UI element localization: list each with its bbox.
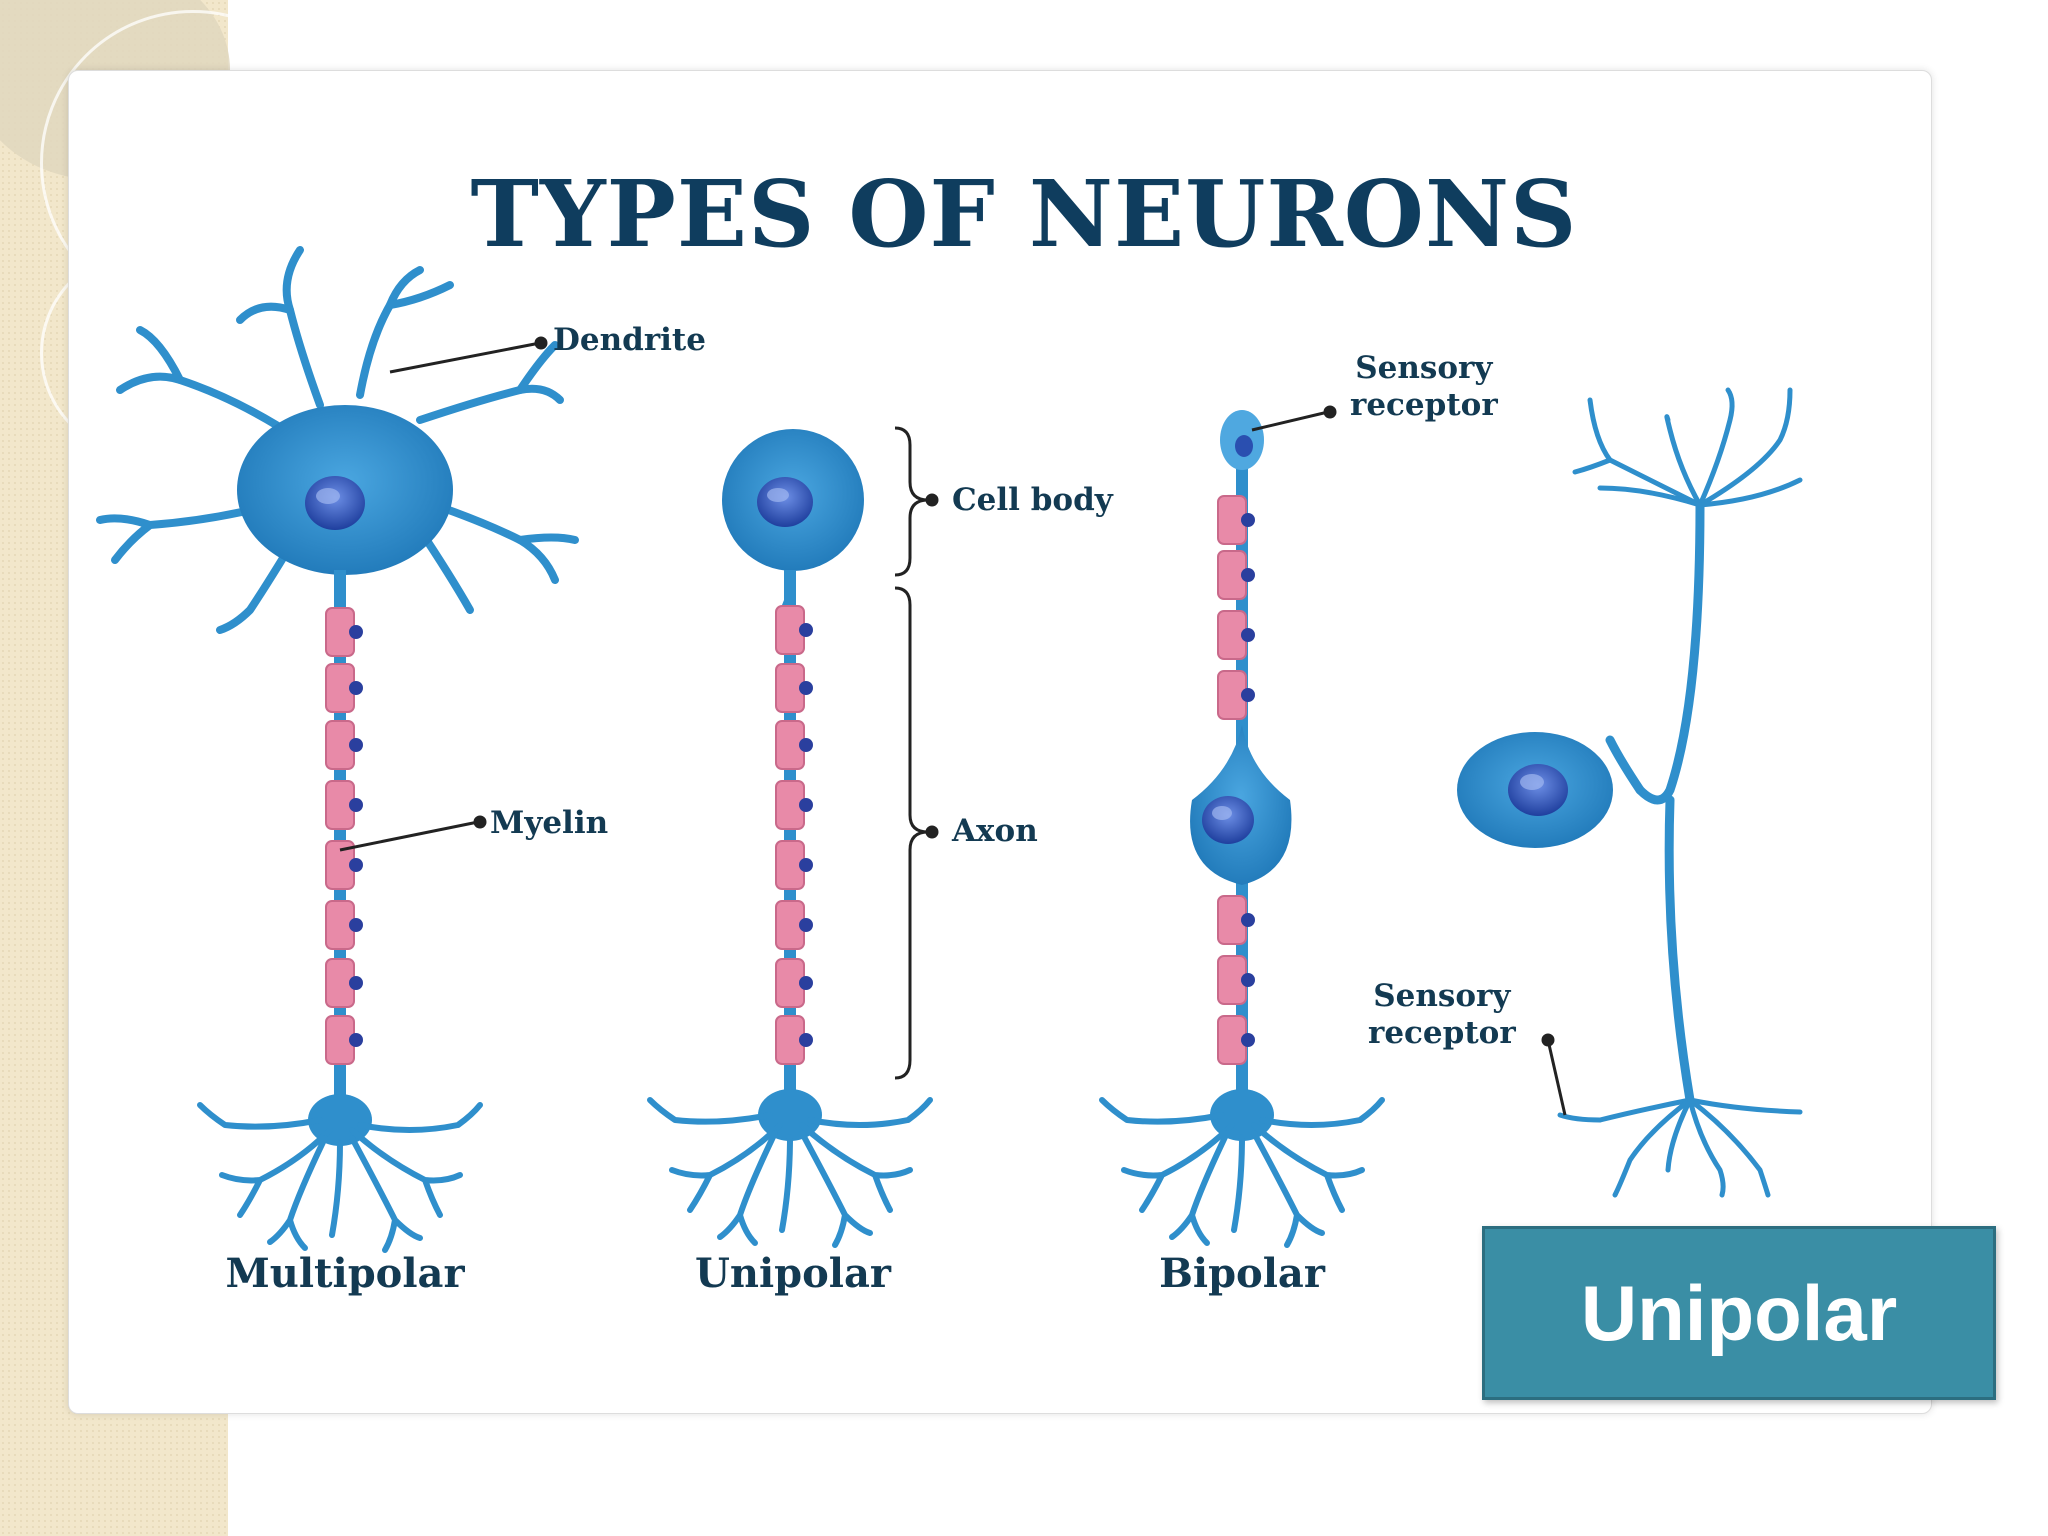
answer-text: Unipolar [1580, 1268, 1898, 1357]
diagram-title: TYPES OF NEURONS [470, 160, 1578, 268]
label-sensory-receptor-bottom: Sensory receptor [1368, 978, 1516, 1052]
bipolar-neuron [1102, 410, 1382, 1245]
label-sensory-receptor-bottom-line1: Sensory [1373, 978, 1511, 1014]
pseudo-unipolar-neuron [1457, 387, 1803, 1198]
unipolar-neuron [650, 429, 930, 1245]
label-leader-lines [339, 336, 1567, 1116]
label-cell-body: Cell body [952, 482, 1113, 518]
type-label-bipolar: Bipolar [1159, 1250, 1325, 1297]
label-sensory-receptor-top-line1: Sensory [1355, 350, 1493, 386]
label-sensory-receptor-top-line2: receptor [1350, 387, 1498, 424]
label-axon: Axon [952, 813, 1038, 849]
type-label-multipolar: Multipolar [225, 1250, 465, 1297]
multipolar-neuron [96, 246, 579, 1250]
label-sensory-receptor-bottom-line2: receptor [1368, 1015, 1516, 1052]
label-sensory-receptor-top: Sensory receptor [1350, 350, 1498, 424]
bracket-lines [894, 426, 929, 1080]
label-myelin: Myelin [490, 805, 609, 841]
type-label-unipolar: Unipolar [695, 1250, 891, 1297]
answer-box[interactable]: Unipolar [1482, 1226, 1996, 1400]
label-dendrite: Dendrite [553, 322, 706, 358]
